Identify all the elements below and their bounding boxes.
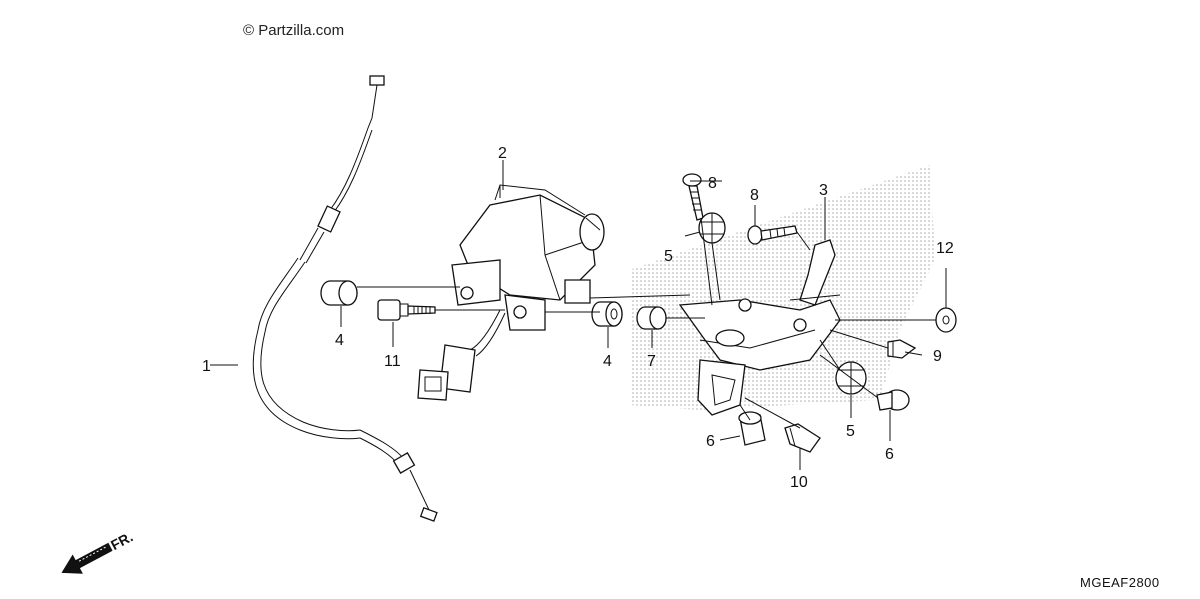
- part-8-screw-upper: [682, 173, 704, 221]
- callout-3: 3: [819, 182, 828, 199]
- part-5-damper-upper: [698, 212, 726, 244]
- part-3-bracket: [678, 239, 841, 416]
- part-12-nut: [935, 307, 957, 333]
- callout-8-upper: 8: [708, 175, 717, 192]
- part-8-screw-right: [747, 225, 798, 245]
- callout-4-left: 4: [335, 332, 344, 349]
- front-direction-arrow: FR.: [61, 528, 135, 574]
- part-10-plug: [784, 423, 821, 453]
- callout-7: 7: [647, 353, 656, 370]
- diagram-code: MGEAF2800: [1080, 575, 1160, 590]
- part-2-actuator: [417, 184, 605, 401]
- leader-lines: [210, 160, 947, 470]
- callout-6-right: 6: [885, 446, 894, 463]
- callout-4-right: 4: [603, 353, 612, 370]
- part-11-bolt: [377, 299, 436, 321]
- callout-6-left: 6: [706, 433, 715, 450]
- part-4-grommet-right: [591, 301, 623, 327]
- part-9-plug: [887, 339, 917, 359]
- part-6-grommet-left: [738, 411, 766, 446]
- callout-2: 2: [498, 145, 507, 162]
- callout-11: 11: [384, 353, 401, 370]
- part-4-grommet-left: [320, 280, 358, 306]
- callout-12: 12: [936, 240, 954, 257]
- watermark-text: © Partzilla.com: [243, 22, 345, 39]
- callout-8-right: 8: [750, 187, 759, 204]
- part-7-collar: [636, 306, 667, 330]
- callout-5-upper: 5: [664, 248, 673, 265]
- callout-9: 9: [933, 348, 942, 365]
- callout-5-lower: 5: [846, 423, 855, 440]
- front-direction-label: FR.: [108, 528, 135, 553]
- stipple-shade: [630, 165, 935, 410]
- callout-10: 10: [790, 474, 808, 491]
- part-1-cable: [252, 75, 438, 522]
- part-6-grommet-right: [876, 389, 910, 411]
- callout-1: 1: [202, 358, 211, 375]
